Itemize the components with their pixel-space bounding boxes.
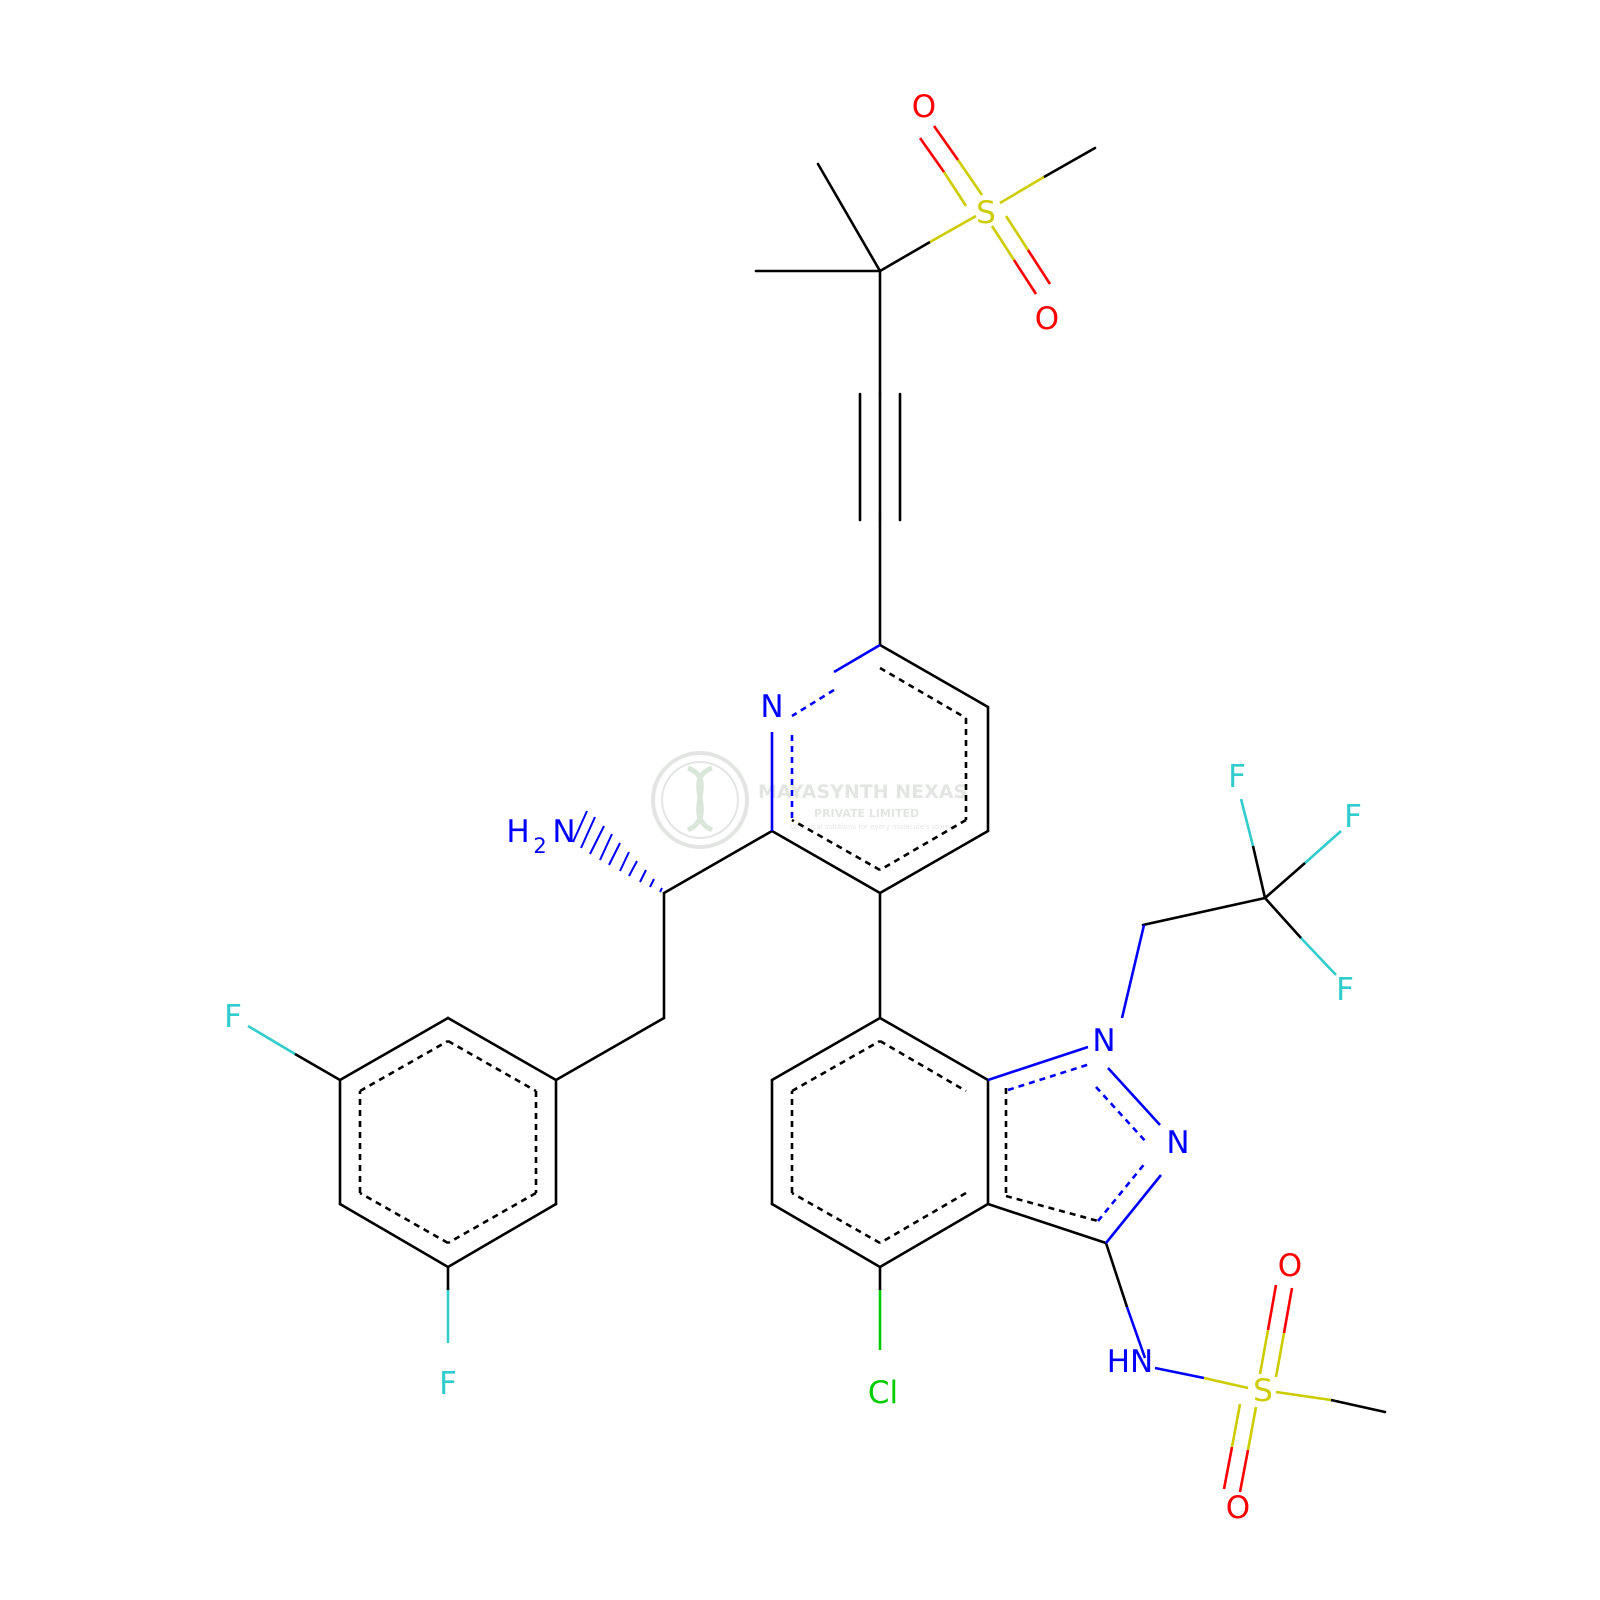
- atom-label-f: F: [1228, 759, 1246, 795]
- atom-label-subscript: 2: [533, 834, 546, 858]
- watermark-name: MAYASYNTH NEXAS: [758, 781, 967, 803]
- atom-label-o: O: [1278, 1248, 1302, 1284]
- sulfonyl-bonds: [879, 125, 1332, 1493]
- atom-label-f: F: [1336, 972, 1354, 1008]
- atom-label-o: O: [1226, 1490, 1250, 1526]
- watermark-subtitle: PRIVATE LIMITED: [814, 807, 919, 820]
- halogen-bonds: [247, 798, 1342, 1350]
- atom-label-f: F: [439, 1366, 457, 1402]
- atom-label-f: F: [1344, 799, 1362, 835]
- watermark-helix-icon: [686, 765, 714, 833]
- carbon-bonds: [293, 146, 1387, 1414]
- watermark-inner-circle: [661, 761, 739, 839]
- atom-label-cl: Cl: [868, 1375, 898, 1411]
- atom-label-f: F: [224, 999, 242, 1035]
- atom-label-n: N: [1166, 1125, 1189, 1161]
- atom-label-n: N: [1092, 1023, 1115, 1059]
- atom-label-h: H: [506, 814, 529, 850]
- atom-label-s: S: [1253, 1373, 1273, 1409]
- watermark-tagline: Chemical solutions for every molecule's …: [790, 823, 958, 831]
- atom-label-o: O: [912, 89, 936, 125]
- nitrogen-aromatic-bonds: [790, 688, 1148, 1222]
- atom-label-n: N: [760, 689, 783, 725]
- nitrogen-bonds: [770, 643, 1205, 1380]
- watermark-logo: MAYASYNTH NEXAS PRIVATE LIMITED Chemical…: [651, 751, 967, 849]
- aromatic-bonds: [358, 666, 1099, 1245]
- atom-label-nh: HN: [1107, 1344, 1154, 1380]
- atom-label-o: O: [1035, 301, 1059, 337]
- atom-label-s: S: [976, 195, 996, 231]
- atom-label-n: N: [552, 814, 575, 850]
- watermark-circle: [651, 751, 749, 849]
- atom-labels: O S O N H 2 N F F F F F N N O HN S O Cl: [224, 89, 1362, 1526]
- stereo-hash-bond: [572, 810, 663, 893]
